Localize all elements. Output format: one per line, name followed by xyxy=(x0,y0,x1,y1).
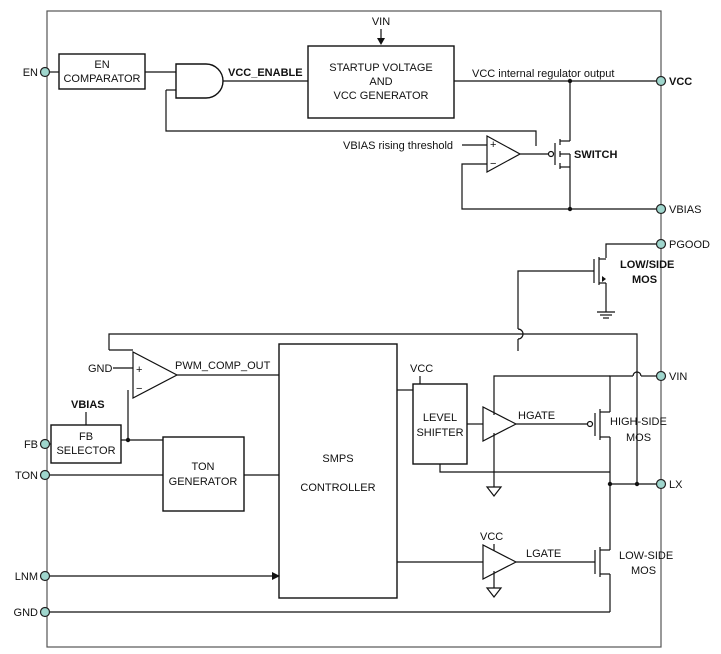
pwm-comp-minus: − xyxy=(136,383,142,395)
vbias-comparator xyxy=(486,134,522,174)
ls-mos-label-2: MOS xyxy=(631,565,656,577)
startup-label-3: VCC GENERATOR xyxy=(334,90,429,102)
smps-label-2: CONTROLLER xyxy=(300,482,375,494)
pwm-comp-plus: + xyxy=(136,364,142,376)
wire-vbias xyxy=(461,163,657,210)
vcc-enable-label: VCC_ENABLE xyxy=(228,67,303,79)
pin-gnd[interactable] xyxy=(39,606,51,618)
pin-fb-label: FB xyxy=(24,439,38,451)
pin-lnm[interactable] xyxy=(39,570,51,582)
ton-generator-block xyxy=(162,436,245,512)
en-comparator-label-1: EN xyxy=(94,59,109,71)
hs-gate-bubble xyxy=(586,420,594,428)
pin-vcc[interactable] xyxy=(655,75,667,87)
pg-arrow xyxy=(602,276,606,282)
lgate-label: LGATE xyxy=(526,548,561,560)
wire-ls-bottom xyxy=(439,464,610,473)
comp-plus: + xyxy=(490,139,496,151)
pin-vbias-label: VBIAS xyxy=(669,204,701,216)
vbias-fb-label: VBIAS xyxy=(71,399,105,411)
pin-fb[interactable] xyxy=(39,438,51,450)
pg-mos-label-2: MOS xyxy=(632,274,657,286)
pin-vin-label: VIN xyxy=(669,371,687,383)
junction-lx-1 xyxy=(607,481,613,487)
hdrv-ground xyxy=(485,486,503,497)
hgate-driver xyxy=(482,406,518,442)
pin-vbias[interactable] xyxy=(655,203,667,215)
fb-selector-block xyxy=(50,424,122,464)
lgate-driver xyxy=(482,544,518,580)
fb-selector-label-1: FB xyxy=(79,431,93,443)
junction-lx-2 xyxy=(634,481,640,487)
pin-pgood[interactable] xyxy=(655,238,667,250)
vin-crossover xyxy=(632,371,642,377)
wire-pgood xyxy=(605,243,657,258)
and-gate xyxy=(175,63,224,99)
vcc-lg-label: VCC xyxy=(480,531,503,543)
vcc-ls-label: VCC xyxy=(410,363,433,375)
junction-vbias xyxy=(567,206,573,212)
smps-label-1: SMPS xyxy=(322,453,353,465)
comp-minus: − xyxy=(490,158,496,170)
wire-lx-feedback xyxy=(108,333,638,484)
en-comparator-block xyxy=(58,53,146,90)
switch-gate-bubble xyxy=(547,150,555,158)
pin-lx-label: LX xyxy=(669,479,683,491)
fb-selector-label-2: SELECTOR xyxy=(56,445,115,457)
pin-vcc-label: VCC xyxy=(669,76,692,88)
level-shifter-label-1: LEVEL xyxy=(423,412,457,424)
startup-label-1: STARTUP VOLTAGE xyxy=(329,62,433,74)
pin-ton[interactable] xyxy=(39,469,51,481)
pin-lnm-label: LNM xyxy=(15,571,38,583)
gnd-amp-label: GND xyxy=(88,363,113,375)
startup-label-2: AND xyxy=(369,76,392,88)
vcc-internal-label: VCC internal regulator output xyxy=(472,68,614,80)
vin-arrow xyxy=(377,38,385,45)
vin-top-label: VIN xyxy=(372,16,390,28)
pin-gnd-label: GND xyxy=(14,607,39,619)
wire-switch-feedback xyxy=(165,90,537,146)
pg-mos-label-1: LOW/SIDE xyxy=(620,259,674,271)
ldrv-ground xyxy=(485,587,503,598)
level-shifter-block xyxy=(412,383,468,465)
wire-pg-gate xyxy=(517,270,594,329)
en-comparator-label-2: COMPARATOR xyxy=(63,73,140,85)
smps-controller-block xyxy=(278,343,398,599)
switch-label: SWITCH xyxy=(574,149,617,161)
hs-mos-label-1: HIGH-SIDE xyxy=(610,416,667,428)
pin-en-label: EN xyxy=(23,67,38,79)
ton-generator-label-2: GENERATOR xyxy=(169,476,238,488)
pwm-comp-out-label: PWM_COMP_OUT xyxy=(175,360,271,372)
wire-hdrv-supply xyxy=(493,375,610,415)
pin-ton-label: TON xyxy=(15,470,38,482)
vbias-threshold-label: VBIAS rising threshold xyxy=(343,140,453,152)
wire-hs-drain xyxy=(609,375,633,412)
pin-vin[interactable] xyxy=(655,370,667,382)
pwm-comparator xyxy=(132,351,179,399)
startup-vcc-generator-block xyxy=(307,45,455,119)
pin-en[interactable] xyxy=(39,66,51,78)
chip-outline xyxy=(46,10,662,648)
pin-lx[interactable] xyxy=(655,478,667,490)
ls-mos-label-1: LOW-SIDE xyxy=(619,550,673,562)
level-shifter-label-2: SHIFTER xyxy=(416,427,463,439)
lnm-arrow xyxy=(272,572,280,580)
hs-mos-label-2: MOS xyxy=(626,432,651,444)
hgate-label: HGATE xyxy=(518,410,555,422)
ton-generator-label-1: TON xyxy=(191,461,214,473)
pin-pgood-label: PGOOD xyxy=(669,239,710,251)
